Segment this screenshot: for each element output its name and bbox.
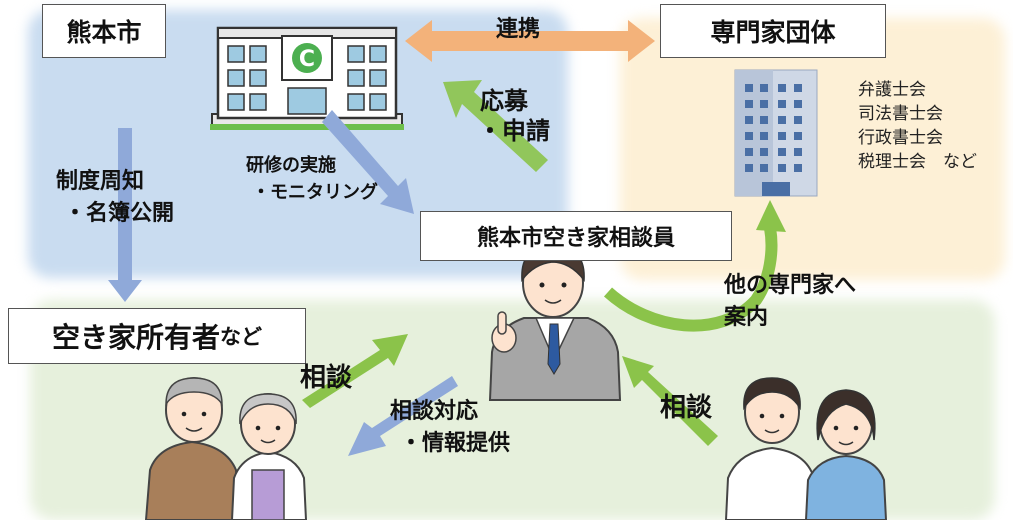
publicize-label-line1: 制度周知 bbox=[56, 169, 145, 194]
consult-left-label: 相談 bbox=[300, 363, 353, 393]
response-label-line1: 相談対応 bbox=[390, 399, 479, 424]
apply-arrow bbox=[443, 80, 548, 172]
publicize-label-line2: ・名簿公開 bbox=[64, 201, 175, 226]
consult-right-arrow bbox=[622, 356, 718, 446]
consult-left-arrow bbox=[302, 334, 408, 408]
elderly-couple-icon bbox=[144, 377, 308, 520]
experts-title: 専門家団体 bbox=[660, 4, 886, 58]
publicize-arrow bbox=[108, 128, 142, 302]
response-label: 相談対応 ・情報提供 bbox=[390, 396, 510, 460]
training-arrow bbox=[322, 110, 414, 214]
response-label-line2: ・情報提供 bbox=[400, 431, 511, 456]
refer-label-line1: 他の専門家へ bbox=[724, 273, 857, 298]
expert-item: 弁護士会 bbox=[858, 80, 926, 100]
cooperation-arrow bbox=[405, 20, 655, 62]
consultant-person-icon bbox=[488, 245, 622, 401]
publicize-label: 制度周知 ・名簿公開 bbox=[56, 166, 174, 230]
training-label: 研修の実施 ・モニタリング bbox=[246, 152, 378, 206]
consultant-title: 熊本市空き家相談員 bbox=[420, 211, 732, 261]
training-label-line2: ・モニタリング bbox=[252, 182, 378, 203]
owners-title-main: 空き家所有者 bbox=[51, 321, 220, 354]
office-building-icon bbox=[734, 69, 818, 197]
refer-label-line2: 案内 bbox=[724, 305, 769, 330]
experts-list: 弁護士会 司法書士会 行政書士会 税理士会 など bbox=[858, 78, 977, 174]
expert-item: 税理士会 など bbox=[858, 152, 977, 172]
owners-title: 空き家所有者など bbox=[8, 308, 306, 364]
expert-item: 司法書士会 bbox=[858, 104, 943, 124]
response-arrow bbox=[348, 376, 458, 456]
city-title: 熊本市 bbox=[42, 4, 166, 58]
city-logo-letter: C bbox=[299, 47, 315, 72]
apply-label: 応募 ・申請 bbox=[478, 86, 550, 146]
apply-label-line1: 応募 bbox=[480, 87, 528, 115]
apply-label-line2: ・申請 bbox=[478, 117, 550, 145]
expert-item: 行政書士会 bbox=[858, 128, 943, 148]
refer-label: 他の専門家へ 案内 bbox=[724, 270, 856, 334]
refer-arrow bbox=[603, 226, 778, 332]
city-title-text: 熊本市 bbox=[66, 18, 142, 47]
consult-right-label: 相談 bbox=[660, 393, 713, 423]
owners-title-suffix: など bbox=[220, 325, 262, 349]
city-hall-icon: C bbox=[210, 26, 404, 130]
consultant-title-text: 熊本市空き家相談員 bbox=[476, 226, 675, 251]
training-label-line1: 研修の実施 bbox=[246, 155, 336, 176]
cooperation-label: 連携 bbox=[496, 17, 541, 42]
experts-title-text: 専門家団体 bbox=[710, 18, 836, 47]
young-couple-icon bbox=[724, 377, 888, 520]
